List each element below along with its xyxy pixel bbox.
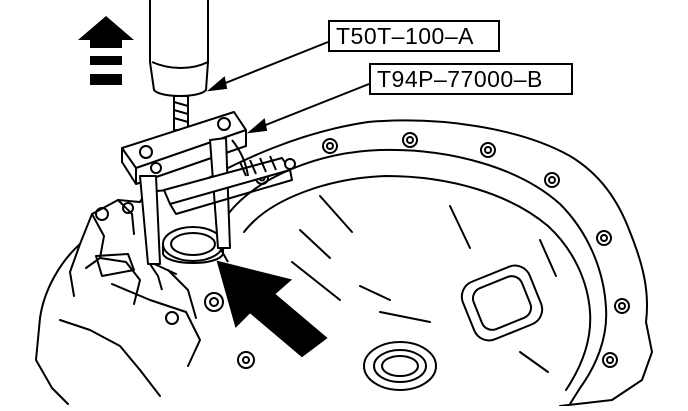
- lower-seal-bore: [363, 341, 437, 391]
- insertion-arrow-icon: [216, 260, 328, 358]
- tool-label-slide-hammer: T50T–100–A: [328, 20, 500, 52]
- housing-port: [460, 264, 544, 342]
- bell-inner-rim: [243, 175, 592, 391]
- internal-ribs: [291, 195, 557, 373]
- bell-inner-outline: [227, 148, 608, 405]
- seal-ring: [162, 226, 224, 264]
- slide-hammer: [149, 0, 209, 131]
- seal-remover: [121, 111, 296, 291]
- tool-label-seal-remover: T94P–77000–B: [369, 63, 573, 95]
- leader-lines: [206, 41, 370, 134]
- pull-direction-arrow-icon: [78, 16, 134, 85]
- housing-outline: [35, 119, 653, 407]
